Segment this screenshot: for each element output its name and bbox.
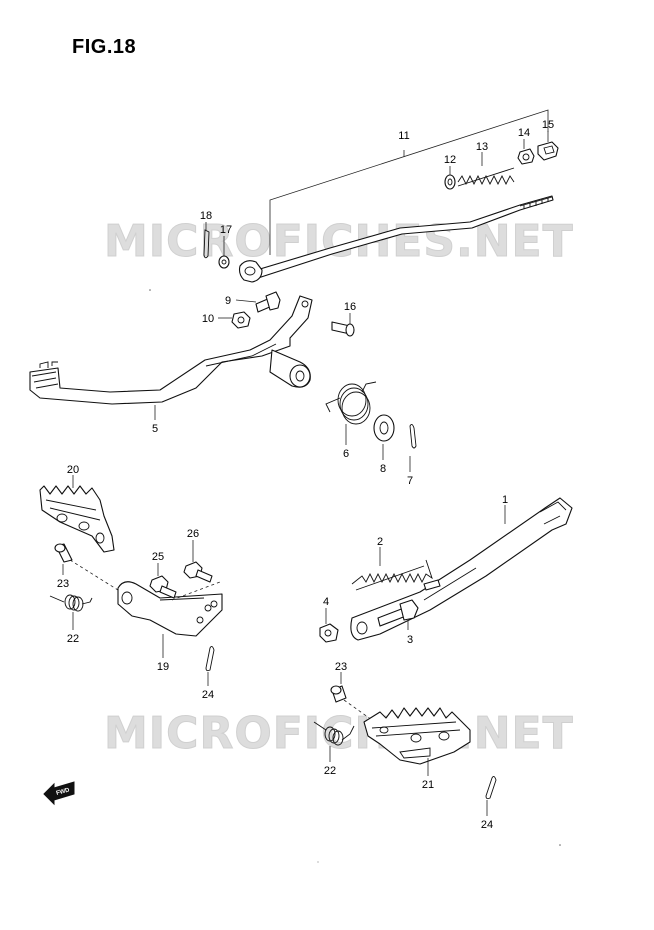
callout-19: 19 (157, 661, 169, 673)
callout-13: 13 (476, 141, 488, 153)
leader-lines (62, 131, 549, 816)
footrest-pin-left (54, 543, 73, 563)
callout-labels: 1 2 3 4 5 6 7 8 9 10 11 12 13 14 15 16 1… (57, 119, 554, 831)
callout-23-upper: 23 (57, 578, 69, 590)
callout-16: 16 (344, 301, 356, 313)
callout-1: 1 (502, 494, 508, 506)
callout-18: 18 (200, 210, 212, 222)
cotter-pin-upper (203, 229, 210, 259)
pivot-bolt (255, 291, 281, 313)
footrest-bracket (117, 581, 223, 637)
adjuster-nut (517, 148, 535, 165)
callout-24-lower: 24 (481, 819, 493, 831)
callout-10: 10 (202, 313, 214, 325)
callout-25: 25 (152, 551, 164, 563)
callout-15: 15 (542, 119, 554, 131)
callout-14: 14 (518, 127, 530, 139)
footrest-spring-right (313, 721, 355, 746)
cotter-pin-bracket (205, 645, 215, 672)
callout-22-lower: 22 (324, 765, 336, 777)
callout-20: 20 (67, 464, 79, 476)
callout-8: 8 (380, 463, 386, 475)
watermark-top: MICROFICHES.NET (104, 216, 574, 268)
footrest-left (39, 485, 115, 553)
pin-washer (218, 255, 230, 269)
figure-title: FIG.18 (72, 36, 137, 58)
brake-pedal (29, 295, 313, 405)
pivot-pin (331, 321, 355, 337)
footrest-pin-right (330, 685, 347, 703)
pedal-washer (373, 414, 395, 442)
callout-22-upper: 22 (67, 633, 79, 645)
side-stand-bolt (377, 599, 419, 627)
bracket-bolt-26 (183, 561, 213, 583)
pedal-return-spring (325, 381, 377, 425)
side-stand-spring (351, 559, 433, 591)
callout-17: 17 (220, 224, 232, 236)
spring-pin (423, 579, 441, 591)
callout-2: 2 (377, 536, 383, 548)
adjuster-cap (537, 141, 559, 161)
callout-12: 12 (444, 154, 456, 166)
callout-7: 7 (407, 475, 413, 487)
callout-4: 4 (323, 596, 329, 608)
callout-26: 26 (187, 528, 199, 540)
footrest-right (363, 707, 471, 765)
callout-5: 5 (152, 423, 158, 435)
cotter-pin-pedal (409, 423, 417, 449)
forward-label: FWD (56, 787, 71, 797)
brake-rod (238, 195, 554, 283)
callout-23-lower: 23 (335, 661, 347, 673)
callout-21: 21 (422, 779, 434, 791)
bracket-bolt-25 (149, 575, 177, 599)
side-stand-nut (319, 623, 339, 643)
callout-9: 9 (225, 295, 231, 307)
assembly-bracket-11 (269, 109, 549, 255)
rod-spring (457, 167, 515, 187)
rod-washer (444, 174, 456, 190)
footrest-spring-left (49, 594, 93, 612)
callout-3: 3 (407, 634, 413, 646)
callout-6: 6 (343, 448, 349, 460)
callout-11: 11 (398, 130, 409, 142)
pivot-nut (231, 311, 251, 329)
forward-arrow-icon: FWD (43, 781, 75, 806)
cotter-pin-footrest (485, 775, 497, 800)
callout-24-upper: 24 (202, 689, 214, 701)
